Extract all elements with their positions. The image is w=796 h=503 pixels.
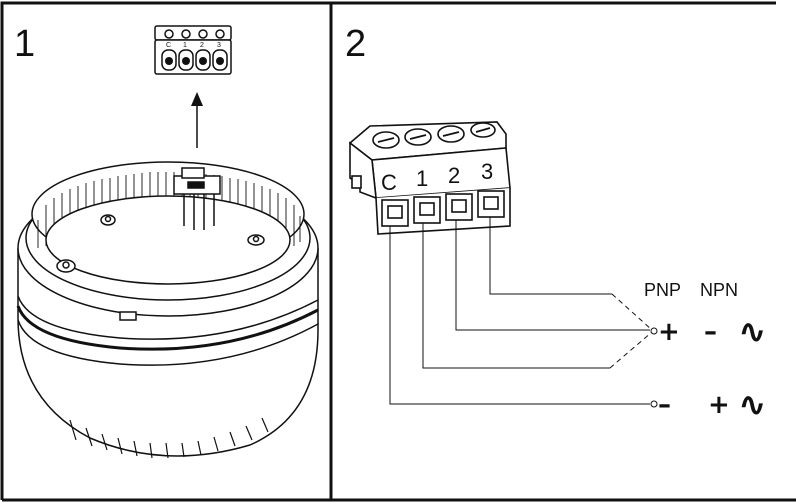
npn-label: NPN — [700, 280, 738, 300]
wire-3 — [489, 217, 612, 295]
terminal-label-2: 2 — [448, 163, 460, 188]
small-label-c: C — [166, 42, 171, 49]
output-npn-symbol: – — [704, 317, 717, 347]
terminal-label-c: C — [381, 170, 397, 195]
supply-pnp-symbol: – — [658, 390, 671, 420]
wires — [389, 217, 658, 408]
small-connector — [154, 25, 232, 75]
panel-1: 1 C 1 2 3 — [14, 23, 319, 459]
wire-c — [389, 226, 650, 405]
output-pnp-symbol: + — [658, 317, 680, 347]
supply-ac-symbol: ∿ — [738, 385, 767, 425]
terminal-labels: C 1 2 3 — [381, 159, 493, 195]
terminal-block — [348, 121, 511, 235]
small-label-1: 1 — [183, 42, 187, 49]
pnp-label: PNP — [644, 280, 681, 300]
small-connector-labels: C 1 2 3 — [166, 42, 221, 49]
panel-2-number: 2 — [345, 23, 366, 65]
panel-2: 2 — [345, 23, 767, 425]
base-device — [16, 161, 319, 459]
wire-2 — [455, 220, 650, 331]
small-label-3: 3 — [217, 42, 221, 49]
terminal-label-1: 1 — [416, 166, 428, 191]
arrow-up-icon — [191, 92, 203, 148]
small-label-2: 2 — [200, 42, 204, 49]
panel-1-number: 1 — [14, 23, 35, 65]
wire-1-dashed — [609, 331, 653, 369]
output-ac-symbol: ∿ — [738, 312, 767, 352]
terminal-label-3: 3 — [481, 159, 493, 184]
wire-1 — [422, 223, 610, 369]
supply-npn-symbol: + — [708, 390, 730, 420]
